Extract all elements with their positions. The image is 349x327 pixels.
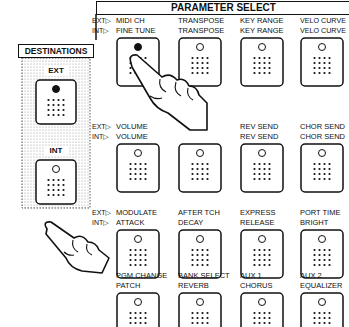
source-prefix: EXT▷ [92, 16, 111, 26]
push-button [241, 230, 283, 278]
button-label: FINE TUNE [116, 26, 174, 36]
push-button [117, 144, 159, 192]
destination-button: INT [36, 146, 76, 206]
parameter-button: AFTER TCHDECAY [178, 208, 236, 280]
parameter-button: MODULATEATTACK [116, 208, 174, 280]
button-label: PATCH [116, 281, 174, 291]
button-label: AUX 1 [240, 271, 298, 281]
hand-line [150, 96, 162, 99]
button-label: DECAY [178, 218, 236, 228]
button-label: KEY RANGE [240, 26, 298, 36]
source-prefix: INT▷ [92, 26, 109, 36]
button-name: INT [44, 146, 68, 156]
push-button [241, 293, 283, 327]
hand-line [160, 79, 166, 92]
parameter-button: REV SENDREV SEND [240, 122, 298, 194]
source-prefix: EXT▷ [92, 208, 111, 218]
button-label: BRIGHT [300, 218, 347, 228]
source-prefix: INT▷ [92, 218, 109, 228]
button-label: REVERB [178, 281, 236, 291]
hand-line [73, 240, 78, 252]
button-label: CHOR SEND [300, 132, 347, 142]
button-label: TRANSPOSE [178, 26, 236, 36]
parameter-button: PORT TIMEBRIGHT [300, 208, 347, 280]
parameter-button: TRANSPOSETRANSPOSE [178, 16, 236, 88]
button-label: VELO CURVE [300, 26, 347, 36]
source-prefix: INT▷ [92, 132, 109, 142]
button-label: EXPRESS [240, 208, 298, 218]
parameter-button: AUX 1CHORUS [240, 271, 298, 327]
push-button [117, 230, 159, 278]
button-label: REV SEND [240, 132, 298, 142]
parameter-button: PGM CHANGEPATCH [116, 271, 174, 327]
button-label: VOLUME [116, 122, 174, 132]
button-label: PORT TIME [300, 208, 347, 218]
stipple-panel [22, 58, 90, 208]
parameter-button: BANK SELECTREVERB [178, 271, 236, 327]
hand-line [188, 88, 193, 100]
button-label: ATTACK [116, 218, 174, 228]
push-button [301, 230, 343, 278]
push-button [301, 38, 343, 86]
parameter-button: VELO CURVEVELO CURVE [300, 16, 347, 88]
destinations-panel: DESTINATIONS EXT INT [18, 44, 94, 208]
push-button [179, 38, 221, 86]
pointing-hand [130, 55, 207, 130]
button-label: RELEASE [240, 218, 298, 228]
button-label: VELO CURVE [300, 16, 347, 26]
push-button [36, 160, 76, 204]
push-button [117, 293, 159, 327]
push-button [179, 230, 221, 278]
button-label: VOLUME [116, 132, 174, 142]
hand-line [64, 252, 74, 255]
pointing-hand [45, 222, 109, 273]
push-button [179, 293, 221, 327]
button-label: CHORUS [240, 281, 298, 291]
parameter-button: EXPRESSRELEASE [240, 208, 298, 280]
button-label: BANK SELECT [178, 271, 236, 281]
hand-line [87, 244, 92, 255]
button-name: EXT [44, 66, 68, 76]
button-label: PGM CHANGE [116, 271, 174, 281]
push-button [241, 144, 283, 192]
push-button [179, 144, 221, 192]
button-label: AUX 2 [300, 271, 347, 281]
button-label: MIDI CH [116, 16, 174, 26]
push-button [36, 80, 76, 124]
parameter-button: KEY RANGEKEY RANGE [240, 16, 298, 88]
destination-button: EXT [36, 66, 76, 126]
button-label: TRANSPOSE [178, 16, 236, 26]
hand-line [175, 82, 181, 96]
section-header: PARAMETER SELECT [96, 1, 349, 15]
button-label: EQUALIZER [300, 281, 347, 291]
push-button [241, 38, 283, 86]
button-label: KEY RANGE [240, 16, 298, 26]
button-label: CHOR SEND [300, 122, 347, 132]
parameter-button: CHOR SENDCHOR SEND [300, 122, 347, 194]
panel-title: DESTINATIONS [18, 44, 94, 58]
parameter-button: AUX 2EQUALIZER [300, 271, 347, 327]
parameter-button: MIDI CHFINE TUNE [116, 16, 174, 88]
button-label: MODULATE [116, 208, 174, 218]
parameter-button: VOLUMEVOLUME [116, 122, 174, 194]
button-label: REV SEND [240, 122, 298, 132]
header-text: PARAMETER SELECT [97, 2, 349, 13]
button-label: AFTER TCH [178, 208, 236, 218]
source-prefix: EXT▷ [92, 122, 111, 132]
push-button [301, 144, 343, 192]
push-button [301, 293, 343, 327]
